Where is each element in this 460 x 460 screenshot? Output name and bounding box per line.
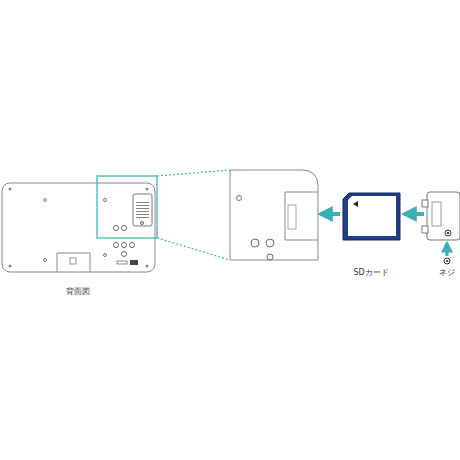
part-label: 背面図 [66,288,90,297]
part-label: ネジ [439,269,455,278]
part-label: SDカード [353,269,388,278]
